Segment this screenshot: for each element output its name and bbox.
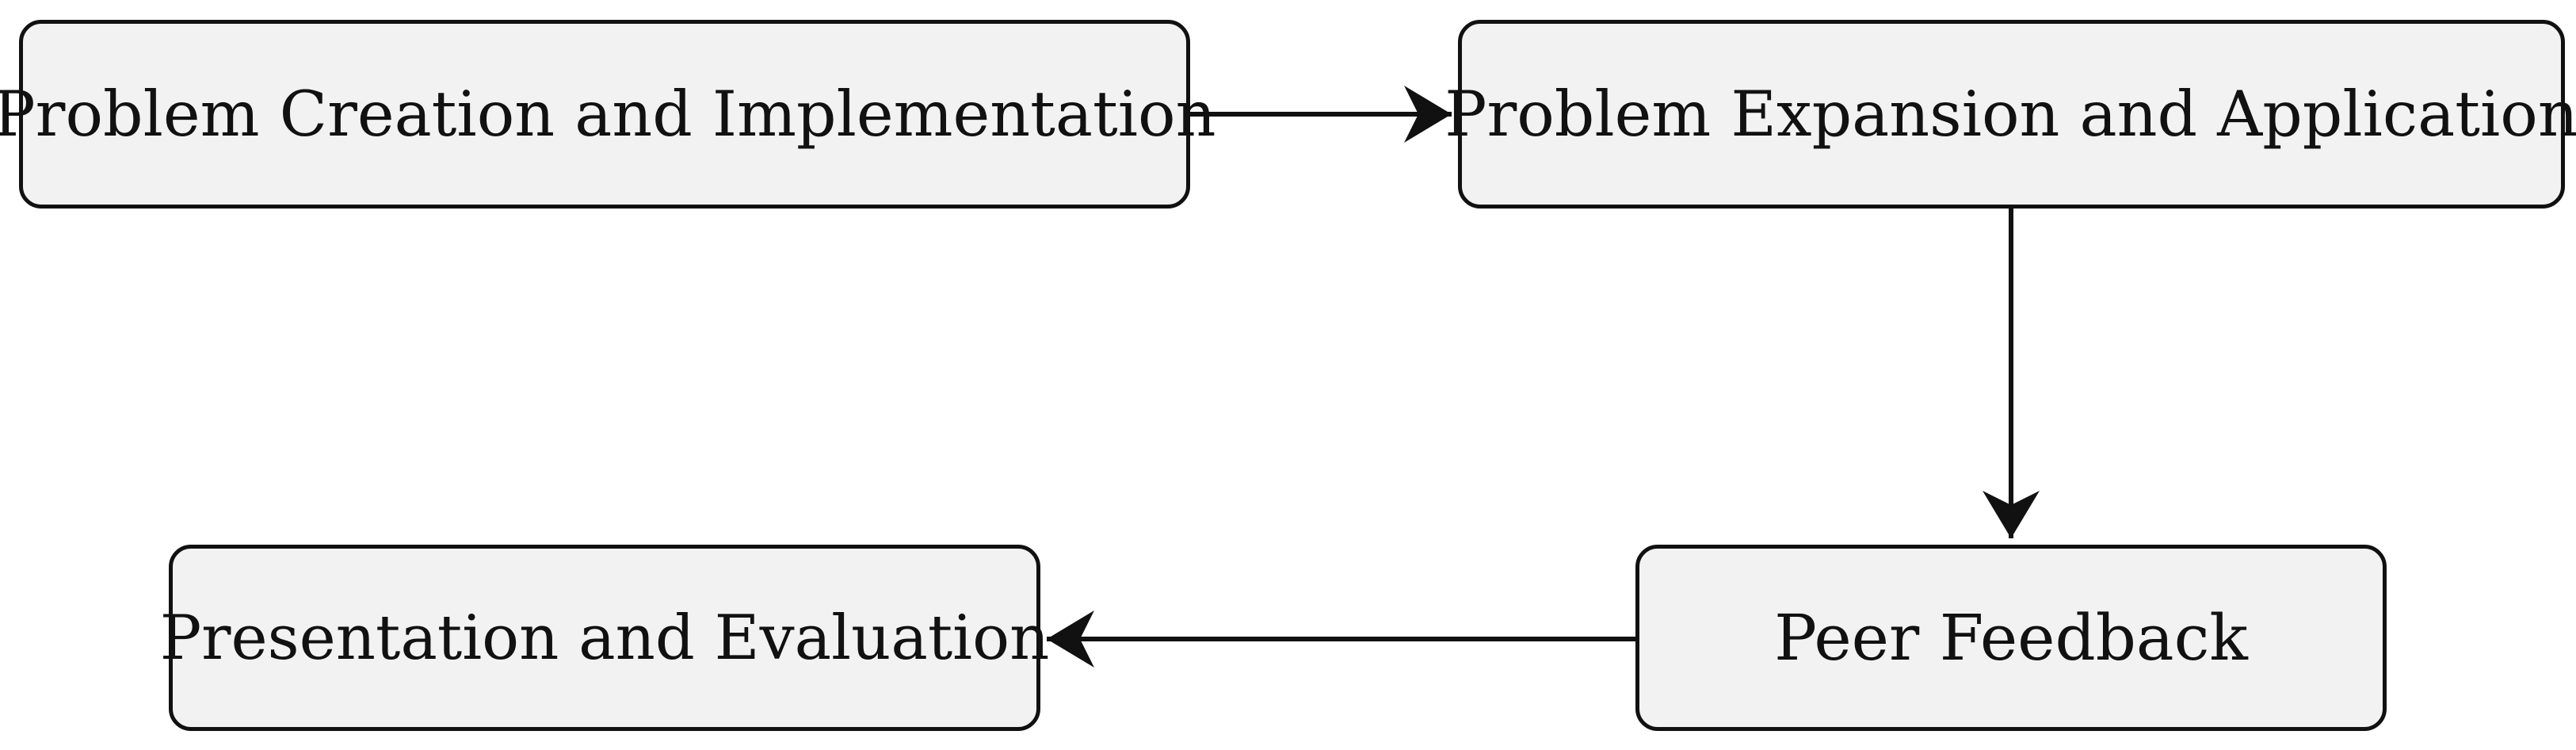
node-problem-creation: Problem Creation and Implementation xyxy=(0,20,1215,209)
node-label: Presentation and Evaluation xyxy=(159,602,1050,674)
node-label: Peer Feedback xyxy=(1774,600,2248,675)
node-presentation-evaluation: Presentation and Evaluation xyxy=(160,545,1049,731)
node-label: Problem Expansion and Application xyxy=(1444,77,2576,151)
node-peer-feedback: Peer Feedback xyxy=(1635,545,2387,731)
node-problem-expansion: Problem Expansion and Application xyxy=(1444,20,2576,209)
node-label: Problem Creation and Implementation xyxy=(0,77,1216,151)
